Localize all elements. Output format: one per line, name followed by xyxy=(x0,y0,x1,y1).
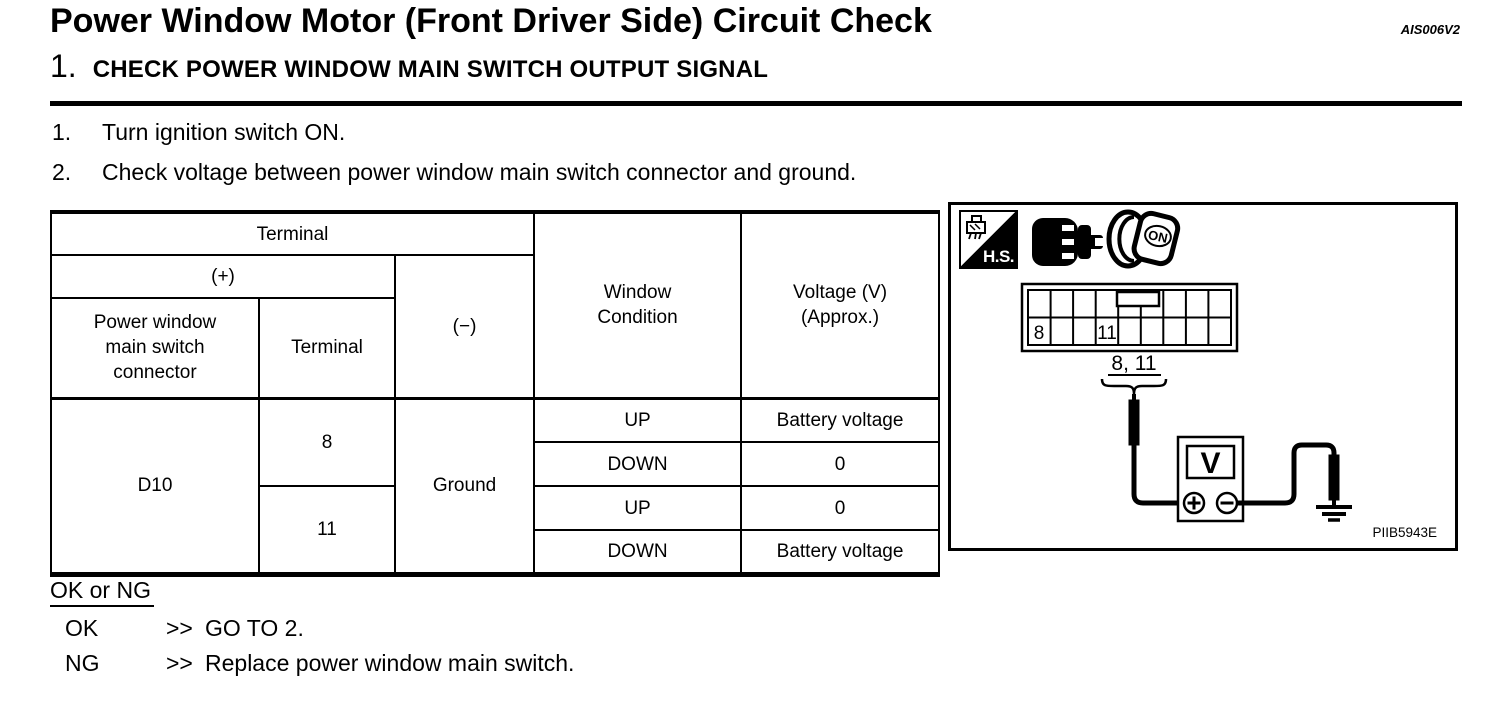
instruction-text: Check voltage between power window main … xyxy=(102,159,857,185)
cell-voltage: Battery voltage xyxy=(740,529,941,575)
header-terminal-group: Terminal xyxy=(49,211,536,256)
heading-divider xyxy=(50,101,1462,106)
cell-voltage: 0 xyxy=(740,485,941,531)
result-row-ng: NG >> Replace power window main switch. xyxy=(50,650,574,677)
result-title: OK or NG xyxy=(50,577,154,607)
cell-minus-value: Ground xyxy=(393,397,536,575)
instruction-number: 1. xyxy=(52,119,72,145)
header-window-condition-line1: Window xyxy=(603,282,672,304)
connector-glyph-icon xyxy=(966,215,986,240)
header-connector-text: Power window main switch connector xyxy=(93,312,217,384)
cell-condition: DOWN xyxy=(533,441,743,487)
connector-pinout: 8 11 xyxy=(1020,282,1239,353)
cell-condition: UP xyxy=(533,397,743,443)
pin-8-label: 8 xyxy=(1034,323,1045,344)
pin-11-label: 11 xyxy=(1097,323,1117,344)
instruction-item: 2. Check voltage between power window mai… xyxy=(52,159,856,186)
pins-callout-label: 8, 11 xyxy=(1111,352,1156,375)
result-section: OK or NG OK >> GO TO 2. NG >> Replace power … xyxy=(50,577,574,677)
key-on-label: ON xyxy=(1147,227,1169,246)
probe-negative xyxy=(1328,454,1340,501)
test-lead-positive xyxy=(1128,394,1185,506)
disconnected-connector-icon xyxy=(1032,218,1105,266)
header-minus: (−) xyxy=(393,254,536,400)
under-brace xyxy=(1100,378,1168,395)
step-number: 1. xyxy=(50,48,77,84)
step-heading-text: CHECK POWER WINDOW MAIN SWITCH OUTPUT SI… xyxy=(92,56,769,83)
result-label: NG xyxy=(65,650,100,676)
harness-side-hs-icon: H.S. xyxy=(959,210,1018,269)
probe-positive xyxy=(1128,399,1140,446)
header-window-condition: Window Condition xyxy=(533,211,743,400)
cell-terminal-11: 11 xyxy=(258,485,396,575)
cell-condition: DOWN xyxy=(533,529,743,575)
result-action: GO TO 2. xyxy=(205,615,304,641)
step-heading: 1. CHECK POWER WINDOW MAIN SWITCH OUTPUT… xyxy=(50,48,768,85)
result-label: OK xyxy=(65,615,99,641)
header-window-condition-line2: Condition xyxy=(597,307,678,329)
voltage-spec-table: Terminal Window Condition Voltage (V) (A… xyxy=(49,210,941,577)
key-on-badge: ON xyxy=(1144,224,1172,248)
header-voltage-line2: (Approx.) xyxy=(800,307,880,329)
test-lead-negative xyxy=(1237,442,1340,506)
header-connector: Power window main switch connector xyxy=(50,297,260,400)
cell-voltage: Battery voltage xyxy=(740,397,941,443)
ground-symbol xyxy=(1316,505,1352,522)
result-arrow-icon: >> xyxy=(166,650,193,676)
cell-terminal-8: 8 xyxy=(258,397,396,487)
result-row-ok: OK >> GO TO 2. xyxy=(50,615,574,642)
ignition-key-on-icon: ON xyxy=(1106,209,1181,269)
result-action: Replace power window main switch. xyxy=(205,650,575,676)
voltmeter-display xyxy=(1185,444,1236,480)
instruction-number: 2. xyxy=(52,159,72,185)
page-title: Power Window Motor (Front Driver Side) C… xyxy=(50,2,932,40)
instruction-text: Turn ignition switch ON. xyxy=(102,119,346,145)
cell-condition: UP xyxy=(533,485,743,531)
voltmeter: V xyxy=(1176,435,1245,523)
pins-callout: 8, 11 xyxy=(1100,352,1168,395)
header-voltage-line1: Voltage (V) xyxy=(793,282,888,304)
header-plus: (+) xyxy=(50,254,396,299)
cell-voltage: 0 xyxy=(740,441,941,487)
header-terminal: Terminal xyxy=(258,297,396,400)
figure-code: AIS006V2 xyxy=(1400,22,1460,37)
wiring-diagram: 8 11 8, 11 V xyxy=(1020,282,1437,540)
voltmeter-label: V xyxy=(1200,447,1220,480)
result-arrow-icon: >> xyxy=(166,615,193,641)
instruction-item: 1. Turn ignition switch ON. xyxy=(52,119,345,146)
hs-icon-label: H.S. xyxy=(982,247,1015,266)
cell-connector-value: D10 xyxy=(50,397,260,575)
diagram-figure-id: PIIB5943E xyxy=(1372,525,1437,540)
test-diagram-panel: 8 11 8, 11 V xyxy=(948,202,1458,551)
header-voltage: Voltage (V) (Approx.) xyxy=(740,211,941,400)
connector-lock-tab xyxy=(1115,290,1161,308)
